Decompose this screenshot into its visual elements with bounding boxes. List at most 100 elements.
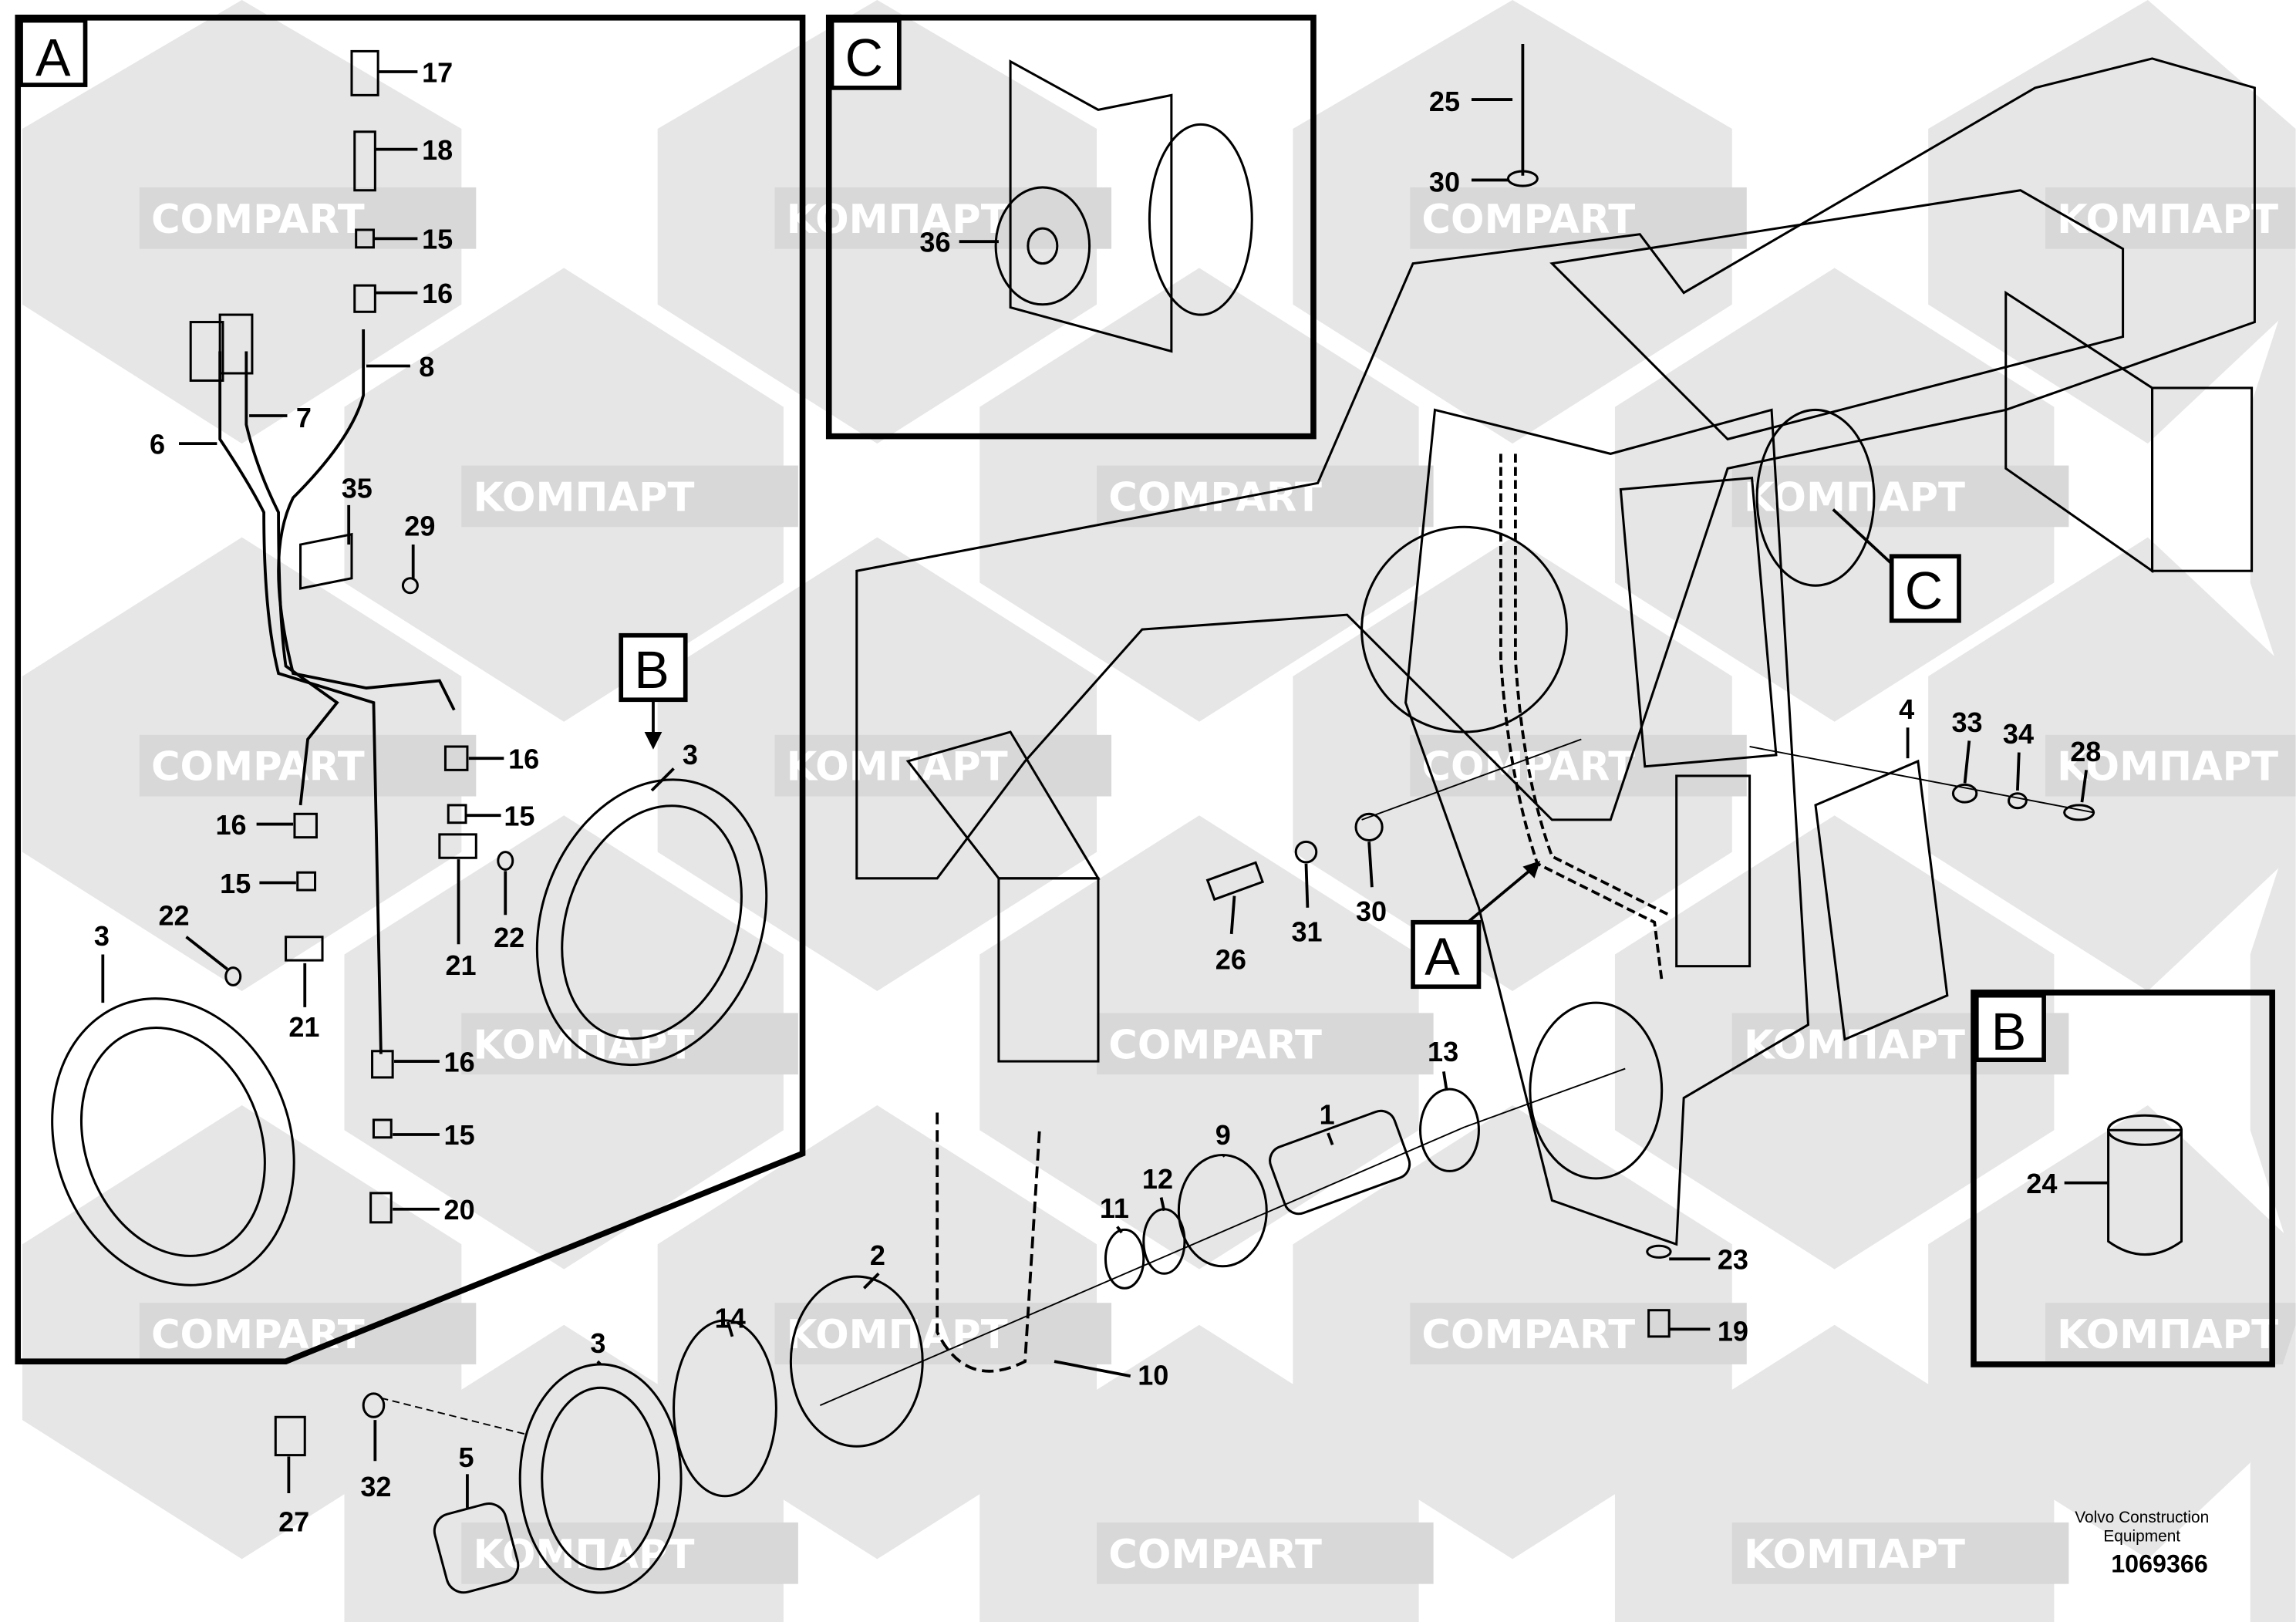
watermark-text: COMPART — [151, 197, 365, 243]
label-32: 32 — [360, 1471, 391, 1502]
label-27: 27 — [278, 1506, 309, 1537]
detail-panel-b: B — [1971, 990, 2275, 1367]
watermark-band — [1731, 1522, 2069, 1584]
label-1: 1 — [1320, 1099, 1335, 1131]
label-15: 15 — [422, 224, 453, 255]
label-30: 30 — [1429, 167, 1460, 198]
watermark-band — [461, 465, 798, 528]
watermark-hexagon — [2250, 1324, 2296, 1622]
watermark-text: COMPART — [1108, 1022, 1322, 1068]
watermark-text: KOMПАРТ — [2057, 1312, 2278, 1358]
watermark-text: COMPART — [1421, 744, 1635, 791]
watermark-band — [1097, 1013, 1434, 1075]
label-16: 16 — [444, 1046, 475, 1077]
drawing-number: 1069366 — [2111, 1549, 2208, 1577]
watermark-band — [1410, 734, 1747, 797]
callout-c: C — [1832, 508, 1961, 623]
label-2: 2 — [870, 1239, 885, 1271]
label-16: 16 — [508, 743, 539, 774]
label-18: 18 — [422, 134, 453, 166]
label-19: 19 — [1718, 1316, 1748, 1347]
watermark-text: KOMПАРТ — [2057, 197, 2278, 243]
footer: Volvo Construction Equipment 1069366 — [2075, 1509, 2209, 1578]
watermark-band — [774, 734, 1112, 797]
watermark-band — [1731, 465, 2069, 528]
label-35: 35 — [342, 472, 373, 504]
callout-a: A — [1411, 861, 1541, 990]
watermark-band — [774, 1303, 1112, 1364]
panel-b-letter: B — [1991, 1003, 2027, 1061]
label-16: 16 — [422, 278, 453, 309]
label-25: 25 — [1429, 86, 1460, 117]
label-15: 15 — [504, 800, 534, 831]
label-14: 14 — [715, 1302, 746, 1334]
label-24: 24 — [2026, 1168, 2057, 1199]
label-17: 17 — [422, 56, 453, 88]
label-6: 6 — [150, 428, 165, 460]
panel-c-letter: C — [845, 29, 883, 88]
label-31: 31 — [1292, 916, 1323, 947]
watermark-text: KOMПАРТ — [474, 1532, 695, 1578]
label-11: 11 — [1100, 1192, 1129, 1224]
label-13: 13 — [1428, 1036, 1458, 1067]
part-labels: 17 18 15 16 8 7 6 35 29 3 16 16 15 15 22… — [94, 56, 2101, 1537]
watermark-text: KOMПАРТ — [2057, 744, 2278, 791]
label-21: 21 — [288, 1011, 319, 1043]
watermark-text: COMPART — [1108, 474, 1322, 521]
watermark-text: COMPART — [151, 1312, 365, 1358]
label-22: 22 — [158, 900, 189, 932]
watermark-text: COMPART — [1421, 197, 1635, 243]
watermark-band — [1410, 187, 1747, 249]
watermark-text: KOMПАРТ — [1744, 474, 1965, 521]
label-5: 5 — [459, 1442, 474, 1473]
label-29: 29 — [404, 511, 435, 542]
detail-panel-c: C — [825, 14, 1317, 440]
panel-a-letter: A — [35, 29, 71, 88]
watermark-text: COMPART — [1108, 1532, 1322, 1578]
label-36: 36 — [919, 226, 950, 258]
watermark-text: KOMПАРТ — [787, 1312, 1008, 1358]
company-name-line1: Volvo Construction — [2075, 1509, 2209, 1526]
callout-b: B — [619, 632, 688, 750]
watermark-band — [461, 1522, 798, 1584]
watermark-text: KOMПАРТ — [474, 474, 695, 521]
watermark-band — [1410, 1303, 1747, 1364]
watermark-text: COMPART — [1421, 1312, 1635, 1358]
label-10: 10 — [1138, 1360, 1168, 1391]
watermark-hexagon — [2250, 268, 2296, 722]
watermark-text: KOMПАРТ — [787, 197, 1008, 243]
watermark-band — [1097, 1522, 1434, 1584]
watermark-text: COMPART — [151, 744, 365, 791]
watermark-band — [139, 187, 477, 249]
watermark-band — [2045, 1303, 2296, 1364]
callout-b-letter: B — [634, 641, 669, 700]
label-3: 3 — [683, 739, 698, 771]
watermark-band — [2045, 734, 2296, 797]
watermark-text: KOMПАРТ — [787, 744, 1008, 791]
label-15: 15 — [220, 868, 251, 899]
label-12: 12 — [1142, 1163, 1173, 1195]
label-33: 33 — [1952, 706, 1983, 738]
label-28: 28 — [2070, 736, 2101, 767]
label-3: 3 — [94, 920, 110, 952]
label-22: 22 — [494, 922, 524, 953]
callout-c-letter: C — [1905, 562, 1943, 621]
watermark-text: KOMПАРТ — [1744, 1532, 1965, 1578]
label-26: 26 — [1215, 943, 1246, 975]
label-4: 4 — [1899, 693, 1914, 725]
label-23: 23 — [1718, 1244, 1748, 1276]
label-30: 30 — [1356, 895, 1387, 927]
label-3: 3 — [590, 1327, 605, 1359]
exploded-parts-drawing — [274, 43, 2095, 1594]
label-20: 20 — [444, 1194, 475, 1226]
detail-panel-a: A — [15, 14, 806, 1364]
label-21: 21 — [445, 949, 476, 981]
label-9: 9 — [1215, 1119, 1231, 1151]
label-7: 7 — [296, 402, 312, 433]
callout-a-letter: A — [1424, 928, 1460, 986]
leader-lines — [101, 70, 2109, 1508]
label-15: 15 — [444, 1119, 475, 1151]
label-16: 16 — [215, 809, 246, 841]
main-frame-drawing — [855, 57, 2256, 1246]
